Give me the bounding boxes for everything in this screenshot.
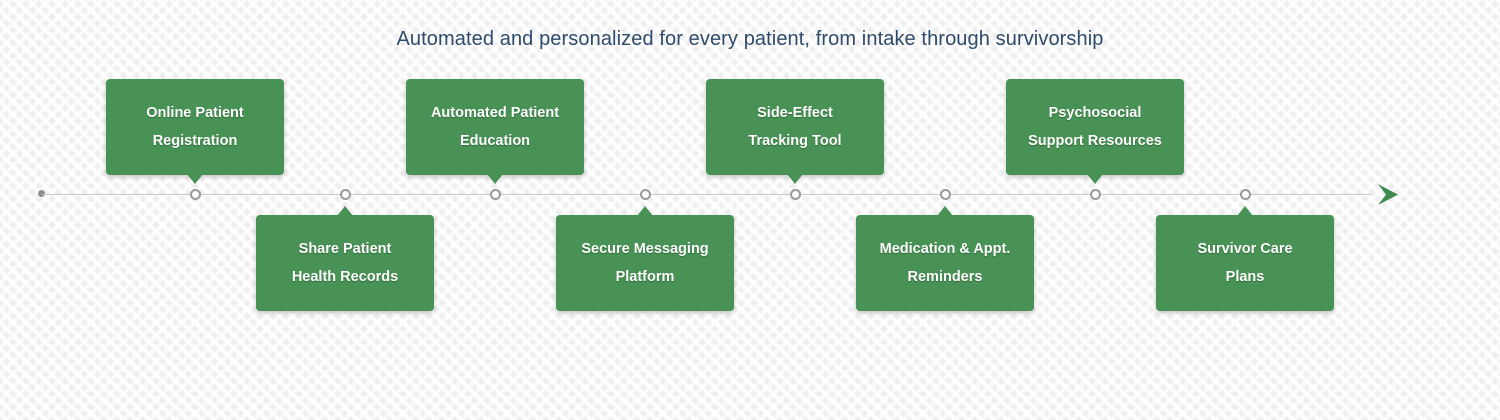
timeline-arrow-icon [1372, 179, 1404, 211]
milestone-pointer-up-icon [937, 206, 953, 216]
milestone-label-line1: Side-Effect [757, 104, 833, 121]
milestone-label-line1: Online Patient [146, 104, 244, 121]
milestone-label-line1: Medication & Appt. [879, 240, 1011, 257]
milestone-pointer-down-icon [187, 174, 203, 184]
milestone-pointer-up-icon [337, 206, 353, 216]
milestone-label-line2: Registration [152, 133, 238, 149]
timeline-axis [42, 194, 1372, 195]
milestone-label-line1: Automated Patient [430, 104, 560, 121]
milestone-box-6[interactable]: Medication & Appt. Reminders [856, 206, 1034, 311]
milestone-label-line1: Share Patient [298, 240, 392, 257]
timeline-marker-5[interactable] [789, 189, 801, 200]
milestone-label-line2: Plans [1225, 269, 1265, 285]
milestone-pointer-up-icon [637, 206, 653, 216]
timeline-marker-1[interactable] [189, 189, 201, 200]
milestone-label-line1: Secure Messaging [581, 240, 709, 257]
milestone-label-line2: Health Records [291, 269, 399, 285]
milestone-pointer-down-icon [787, 174, 803, 184]
milestone-label-line1: Survivor Care [1197, 240, 1293, 257]
timeline-marker-6[interactable] [939, 189, 951, 200]
page-title: Automated and personalized for every pat… [396, 28, 1104, 50]
milestone-label-line2: Education [459, 133, 531, 149]
milestone-pointer-up-icon [1237, 206, 1253, 216]
timeline-marker-2[interactable] [339, 189, 351, 200]
milestone-label-line2: Tracking Tool [748, 133, 842, 149]
timeline-marker-4[interactable] [639, 189, 651, 200]
timeline-marker-3[interactable] [489, 189, 501, 200]
milestone-label-line2: Reminders [907, 269, 983, 285]
milestone-pointer-down-icon [487, 174, 503, 184]
milestone-label-line2: Platform [615, 269, 675, 285]
milestone-label-line2: Support Resources [1028, 133, 1162, 149]
timeline-marker-7[interactable] [1089, 189, 1101, 200]
milestone-label-line1: Psychosocial [1048, 104, 1142, 121]
milestone-pointer-down-icon [1087, 174, 1103, 184]
timeline-start-dot [38, 190, 45, 197]
timeline-marker-8[interactable] [1239, 189, 1251, 200]
